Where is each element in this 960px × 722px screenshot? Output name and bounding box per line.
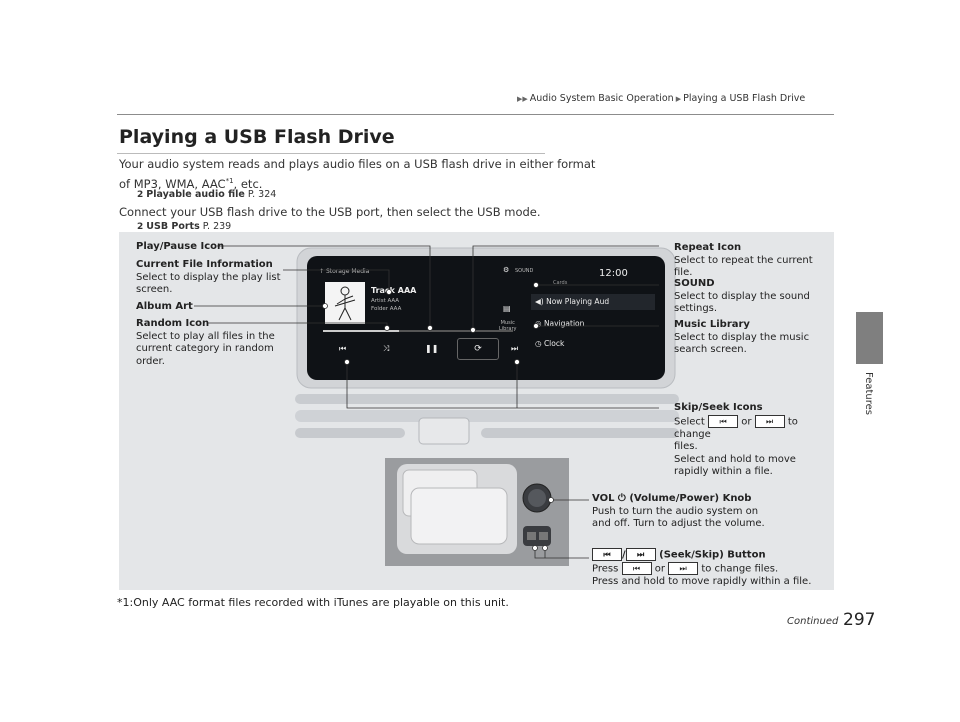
now-playing-card[interactable]: ◀) Now Playing Aud bbox=[531, 294, 655, 310]
track-title[interactable]: Track AAA bbox=[371, 286, 417, 295]
skip-back-icon[interactable]: ⏮ bbox=[339, 344, 347, 353]
navigation-icon: ◎ bbox=[535, 319, 542, 328]
callout-seek-skip-button: ⏮/⏭ (Seek/Skip) Button Press ⏮ or ⏭ to c… bbox=[592, 548, 812, 587]
leader-lines bbox=[194, 245, 659, 559]
breadcrumb-section: Audio System Basic Operation bbox=[529, 93, 674, 104]
storage-media-label[interactable]: ↑ Storage Media bbox=[319, 268, 370, 275]
navigation-card[interactable]: ◎ Navigation bbox=[535, 319, 585, 328]
breadcrumb: ▶▶Audio System Basic Operation▶Playing a… bbox=[515, 93, 805, 104]
callout-repeat: Repeat Icon Select to repeat the current… bbox=[674, 242, 813, 278]
power-icon: ⏻ bbox=[617, 493, 626, 504]
title-underline bbox=[117, 153, 545, 154]
continued-label: Continued bbox=[787, 616, 839, 627]
skip-forward-icon: ⏭ bbox=[668, 562, 699, 575]
skip-forward-icon: ⏭ bbox=[754, 414, 785, 428]
double-triangle-icon: ▶ bbox=[675, 95, 682, 103]
section-tab bbox=[856, 312, 883, 364]
skip-forward-icon[interactable]: ⏭ bbox=[511, 344, 519, 353]
footnote: *1:Only AAC format files recorded with i… bbox=[117, 596, 509, 609]
sound-label[interactable]: SOUND bbox=[515, 268, 534, 274]
guitarist-icon bbox=[334, 286, 356, 321]
pause-icon[interactable]: ❚❚ bbox=[425, 344, 439, 353]
connect-paragraph: Connect your USB flash drive to the USB … bbox=[119, 205, 541, 219]
breadcrumb-page: Playing a USB Flash Drive bbox=[683, 93, 806, 104]
intro-paragraph: Your audio system reads and plays audio … bbox=[119, 156, 595, 193]
double-triangle-icon: ▶▶ bbox=[517, 95, 528, 103]
callout-album-art: Album Art bbox=[136, 301, 193, 312]
section-label: Features bbox=[863, 372, 874, 415]
callout-current-file: Current File Information Select to displ… bbox=[136, 259, 281, 295]
callout-skip-seek: Skip/Seek Icons Select ⏮ or ⏭ to change … bbox=[674, 402, 798, 477]
sound-gear-icon[interactable]: ⚙ bbox=[503, 266, 510, 274]
callout-random: Random Icon Select to play all files in … bbox=[136, 318, 275, 367]
page-title: Playing a USB Flash Drive bbox=[119, 126, 395, 148]
artist-name: Artist AAA bbox=[371, 298, 400, 304]
repeat-icon[interactable]: ⟳ bbox=[457, 338, 499, 360]
random-icon[interactable]: ⤨ bbox=[383, 344, 390, 353]
callout-vol-knob: VOL ⏻ (Volume/Power) Knob Push to turn t… bbox=[592, 493, 765, 529]
skip-back-icon: ⏮ bbox=[621, 562, 652, 575]
clock-time: 12:00 bbox=[599, 268, 628, 279]
skip-forward-icon: ⏭ bbox=[625, 548, 656, 561]
intro-line-2: of MP3, WMA, AAC*1, etc. bbox=[119, 176, 263, 191]
skip-back-icon: ⏮ bbox=[592, 548, 622, 561]
back-arrow-icon: ↑ bbox=[319, 268, 325, 275]
clock-icon: ◷ bbox=[535, 339, 542, 348]
callout-sound: SOUND Select to display the sound settin… bbox=[674, 278, 810, 314]
album-art bbox=[325, 282, 365, 324]
xref-arrow-icon: 2 bbox=[137, 222, 144, 232]
callout-play-pause: Play/Pause Icon bbox=[136, 241, 225, 252]
dashboard-illustration bbox=[295, 247, 679, 566]
clock-card[interactable]: ◷ Clock bbox=[535, 339, 565, 348]
speaker-icon: ◀) bbox=[535, 297, 544, 306]
cards-label: Cards bbox=[553, 280, 568, 286]
page-number: 297 bbox=[843, 610, 876, 630]
xref-arrow-icon: 2 bbox=[137, 190, 144, 200]
header-rule bbox=[117, 114, 834, 115]
callout-music-library: Music Library Select to display the musi… bbox=[674, 319, 810, 355]
footnote-ref: *1 bbox=[225, 177, 234, 185]
folder-name: Folder AAA bbox=[371, 306, 402, 312]
intro-line-1: Your audio system reads and plays audio … bbox=[119, 157, 596, 171]
figure-panel: ↑ Storage Media Track AAA Artist AAA Fol… bbox=[119, 232, 834, 590]
progress-bar[interactable] bbox=[323, 330, 513, 332]
music-library-icon[interactable]: ▤ bbox=[503, 304, 511, 313]
skip-back-icon: ⏮ bbox=[708, 414, 739, 428]
infotainment-screen: ↑ Storage Media Track AAA Artist AAA Fol… bbox=[317, 264, 655, 374]
